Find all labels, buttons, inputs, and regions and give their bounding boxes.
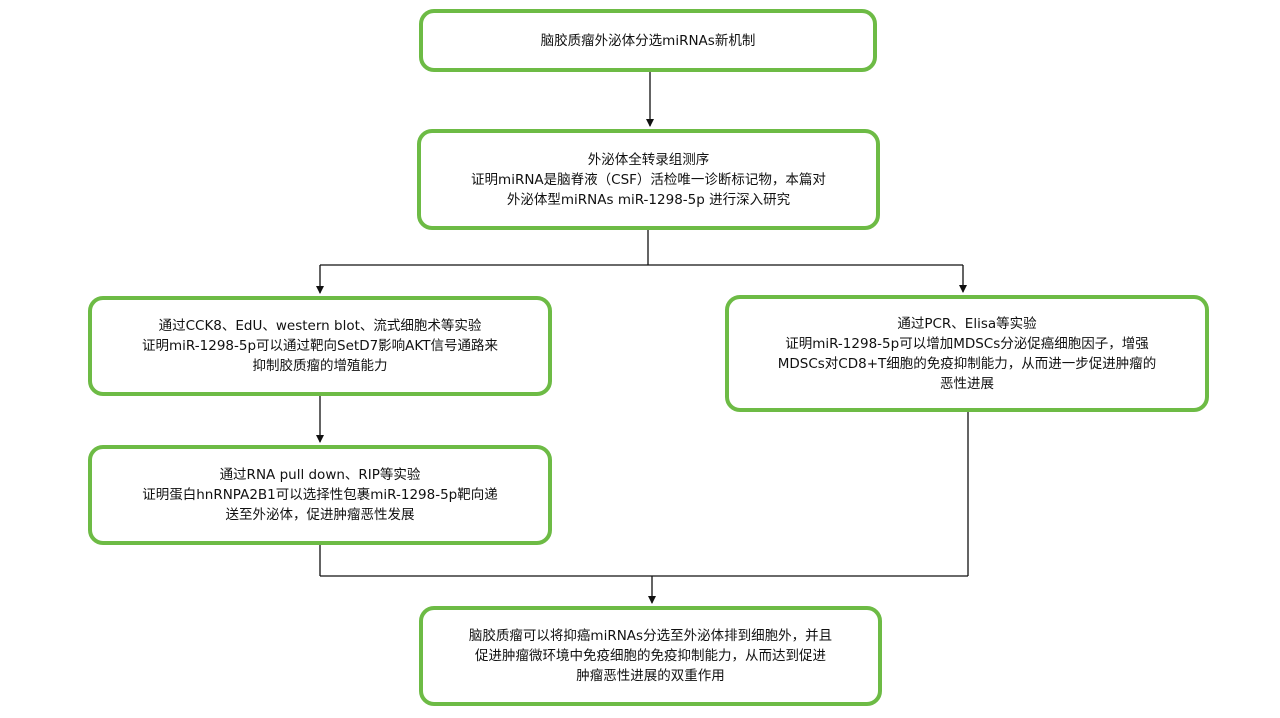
left-experiment-box: 通过CCK8、EdU、western blot、流式细胞术等实验 证明miR-1…	[88, 296, 552, 396]
sequencing-line-3: 外泌体型miRNAs miR-1298-5p 进行深入研究	[506, 191, 791, 208]
right-experiment-line-1: 通过PCR、Elisa等实验	[897, 315, 1037, 332]
sequencing-line-1: 外泌体全转录组测序	[587, 151, 710, 168]
rna-pulldown-line-2: 证明蛋白hnRNPA2B1可以选择性包裹miR-1298-5p靶向递	[142, 487, 498, 503]
left-experiment-line-1: 通过CCK8、EdU、western blot、流式细胞术等实验	[158, 318, 482, 334]
right-experiment-box: 通过PCR、Elisa等实验 证明miR-1298-5p可以增加MDSCs分泌促…	[725, 295, 1209, 412]
title-box: 脑胶质瘤外泌体分选miRNAs新机制	[419, 9, 877, 72]
title-line-1: 脑胶质瘤外泌体分选miRNAs新机制	[540, 32, 756, 49]
right-experiment-line-3: MDSCs对CD8+T细胞的免疫抑制能力，从而进一步促进肿瘤的	[777, 355, 1157, 372]
left-experiment-line-2: 证明miR-1298-5p可以通过靶向SetD7影响AKT信号通路来	[142, 338, 498, 354]
conclusion-line-2: 促进肿瘤微环境中免疫细胞的免疫抑制能力，从而达到促进	[475, 648, 826, 664]
left-experiment-line-3: 抑制胶质瘤的增殖能力	[252, 358, 388, 374]
rna-pulldown-box: 通过RNA pull down、RIP等实验 证明蛋白hnRNPA2B1可以选择…	[88, 445, 552, 545]
sequencing-line-2: 证明miRNA是脑脊液（CSF）活检唯一诊断标记物，本篇对	[471, 171, 826, 188]
rna-pulldown-line-1: 通过RNA pull down、RIP等实验	[219, 467, 421, 483]
conclusion-box: 脑胶质瘤可以将抑癌miRNAs分选至外泌体排到细胞外，并且 促进肿瘤微环境中免疫…	[419, 606, 882, 706]
right-experiment-line-4: 恶性进展	[940, 375, 994, 392]
right-experiment-line-2: 证明miR-1298-5p可以增加MDSCs分泌促癌细胞因子，增强	[785, 335, 1149, 352]
conclusion-line-3: 肿瘤恶性进展的双重作用	[576, 668, 725, 684]
conclusion-line-1: 脑胶质瘤可以将抑癌miRNAs分选至外泌体排到细胞外，并且	[468, 628, 833, 644]
rna-pulldown-line-3: 送至外泌体，促进肿瘤恶性发展	[225, 507, 415, 523]
sequencing-box: 外泌体全转录组测序 证明miRNA是脑脊液（CSF）活检唯一诊断标记物，本篇对 …	[417, 129, 880, 230]
